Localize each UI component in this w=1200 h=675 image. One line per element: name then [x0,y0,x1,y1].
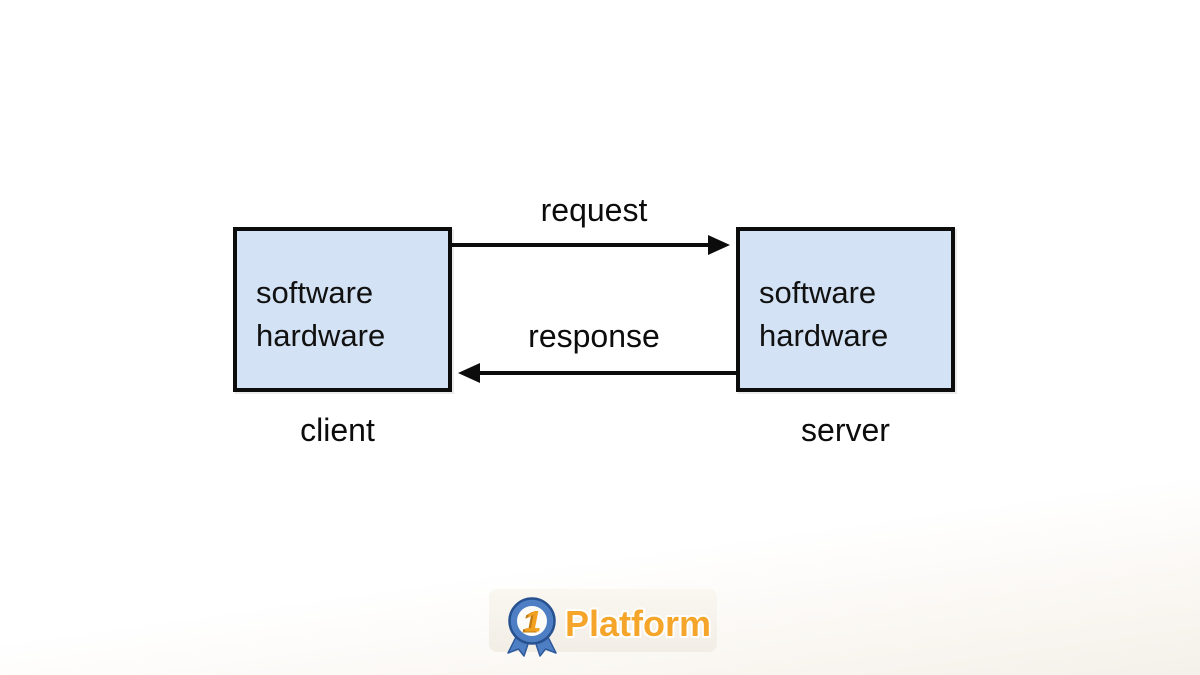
number-1-medal-icon: 1 1 [507,597,557,657]
client-node-text: software hardware [256,271,385,357]
client-label: client [300,412,375,448]
client-node: software hardware [233,227,452,392]
server-node-text: software hardware [759,271,888,357]
medal-digit: 1 [525,606,542,639]
response-arrow-icon [458,363,736,383]
platform-logo-graphic: 1 1 Platform [507,597,713,657]
server-label: server [801,412,890,448]
server-software-line: software [759,275,877,310]
client-hardware-line: hardware [256,318,386,353]
request-arrow-icon [452,235,730,255]
server-node: software hardware [736,227,955,392]
request-label: request [540,192,648,228]
medal-digit-shadow: 1 [522,607,539,640]
client-software-line: software [256,275,374,310]
server-hardware-line: hardware [759,318,889,353]
platform-logo: 1 1 Platform [489,589,717,657]
platform-logo-text: Platform [565,603,711,644]
response-label: response [528,318,660,354]
